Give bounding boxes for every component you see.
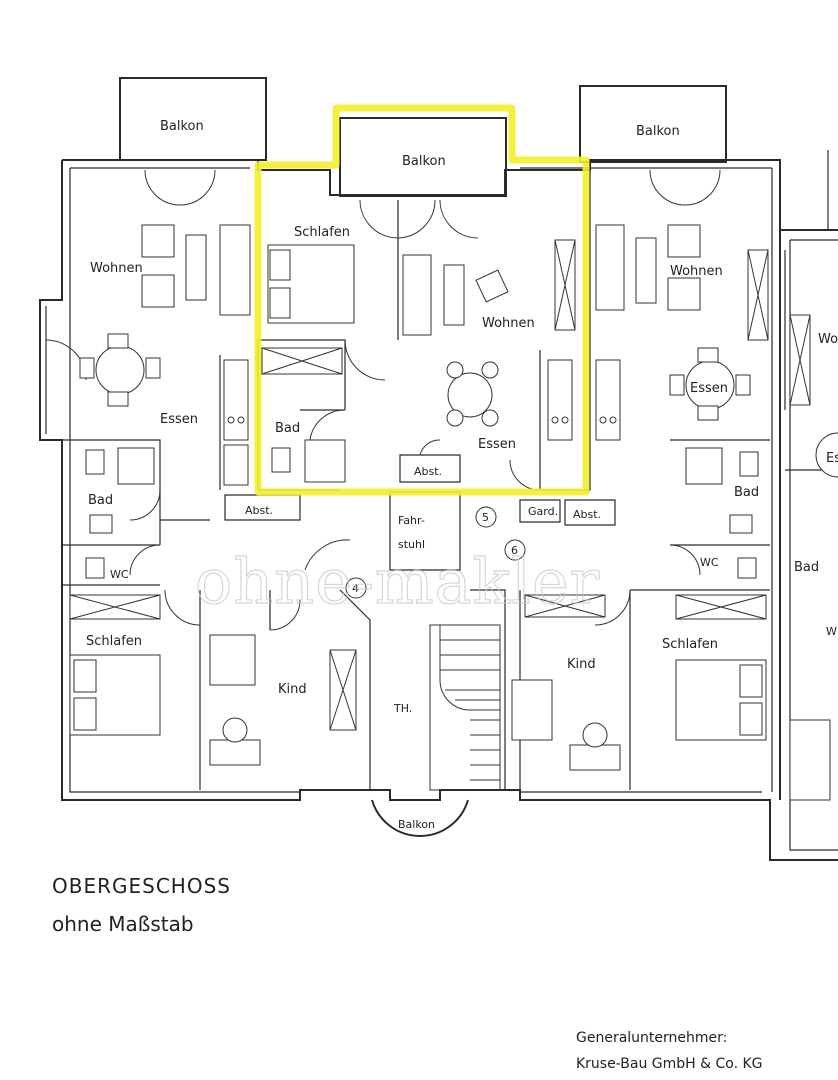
room-label-gard: Gard. [528, 505, 558, 518]
room-label-balkon-left: Balkon [160, 119, 204, 134]
room-label-essen-right: Essen [690, 381, 728, 396]
room-label-wohnen-right: Wohnen [670, 264, 723, 279]
outer-walls [39, 150, 838, 861]
circled-markers: 4 5 6 [345, 506, 526, 599]
room-label-wc-left: WC [110, 568, 129, 581]
room-label-th: TH. [393, 702, 412, 715]
room-label-wo-far-right: Wo [818, 332, 838, 347]
marker-6: 6 [511, 544, 518, 557]
scale-note: ohne Maßstab [52, 912, 194, 936]
balconies [119, 77, 727, 837]
room-label-balkon-center: Balkon [402, 154, 446, 169]
room-label-schlafen-right: Schlafen [662, 637, 718, 652]
contractor-label: Generalunternehmer: [576, 1030, 728, 1046]
room-label-kind-right: Kind [567, 657, 596, 672]
room-label-w-far-right: W [826, 625, 837, 638]
furniture [69, 224, 838, 801]
room-label-schlafen-center: Schlafen [294, 225, 350, 240]
room-label-bad-left: Bad [88, 493, 113, 508]
watermark: ohne-makler [194, 544, 601, 618]
room-label-essen-left: Essen [160, 412, 198, 427]
room-label-balkon-right: Balkon [636, 124, 680, 139]
room-label-bad-right: Bad [734, 485, 759, 500]
room-labels: Balkon Balkon Balkon Balkon Wohnen Essen… [86, 119, 838, 831]
room-label-abst-right: Abst. [573, 508, 601, 521]
room-label-fahrstuhl-2: stuhl [398, 538, 425, 551]
room-label-wohnen-center: Wohnen [482, 316, 535, 331]
room-label-balkon-bottom: Balkon [398, 818, 435, 831]
room-label-fahrstuhl-1: Fahr- [398, 514, 425, 527]
staircase [429, 624, 501, 791]
room-label-abst-left: Abst. [245, 504, 273, 517]
room-label-essen-center: Essen [478, 437, 516, 452]
marker-5: 5 [482, 511, 489, 524]
interior-walls [62, 170, 838, 790]
room-label-bad-center: Bad [275, 421, 300, 436]
door-swings [45, 169, 721, 631]
floor-title: OBERGESCHOSS [52, 874, 231, 898]
room-label-es-far-right: Es [826, 451, 838, 466]
marker-4: 4 [352, 582, 359, 595]
room-label-bad-far-right: Bad [794, 560, 819, 575]
room-label-abst-center: Abst. [414, 465, 442, 478]
room-label-schlafen-left: Schlafen [86, 634, 142, 649]
room-label-wc-right: WC [700, 556, 719, 569]
room-label-wohnen-left: Wohnen [90, 261, 143, 276]
highlighted-apartment-outline [254, 104, 590, 496]
contractor-name: Kruse-Bau GmbH & Co. KG [576, 1056, 763, 1072]
room-label-kind-left: Kind [278, 682, 307, 697]
